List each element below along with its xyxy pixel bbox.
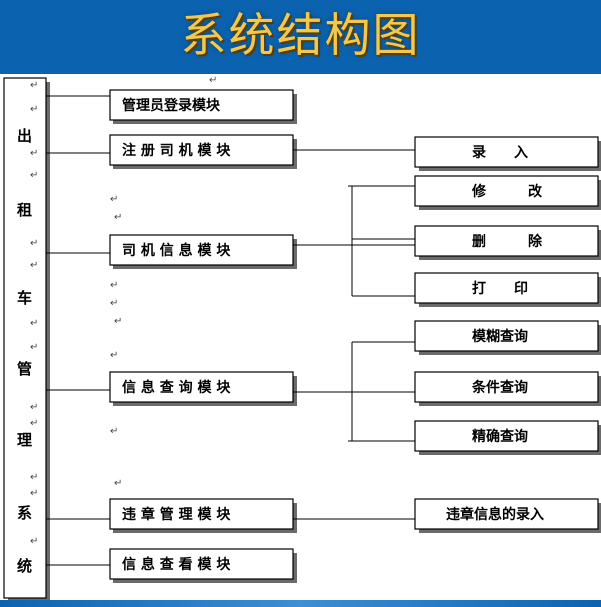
paragraph-mark: ↵ [30,402,38,413]
submodule-label: 删 除 [472,233,543,250]
module-box [109,234,294,266]
module-box [109,371,294,403]
paragraph-mark: ↵ [30,260,38,271]
root-char: 管 [17,360,32,378]
module-label: 司 机 信 息 模 块 [122,242,231,259]
root-char: 系 [17,504,32,522]
paragraph-mark: ↵ [30,170,38,181]
paragraph-mark: ↵ [30,104,38,115]
structure-diagram: 出 租 车 管 理 系 统 管理员登录模块 注 册 司 机 [3,75,601,600]
root-char: 出 [17,127,32,145]
submodule-box [414,498,599,530]
submodule-box [414,175,599,207]
module-box [109,134,294,166]
module-label: 信 息 查 看 模 块 [122,556,231,573]
paragraph-mark: ↵ [209,75,217,86]
paragraph-mark: ↵ [110,194,118,205]
submodule-box [414,420,599,452]
paragraph-mark: ↵ [110,426,118,437]
page-title: 系统结构图 [180,8,421,62]
submodule-label: 违章信息的录入 [446,506,544,523]
root-char: 统 [17,557,32,575]
bottom-strip [0,600,601,607]
paragraph-mark: ↵ [110,350,118,361]
submodule-label: 打 印 [472,280,528,297]
paragraph-mark: ↵ [110,298,118,309]
submodule-label: 条件查询 [471,379,528,396]
paragraph-mark: ↵ [30,318,38,329]
module-label: 信 息 查 询 模 块 [122,379,231,396]
module-box [109,498,294,530]
module-box [109,89,294,121]
paragraph-mark: ↵ [30,472,38,483]
module-box [109,548,294,580]
module-label: 管理员登录模块 [122,97,221,114]
submodule-box [414,225,599,257]
paragraph-mark: ↵ [30,80,38,91]
root-char: 理 [17,431,32,449]
submodule-box [414,136,599,168]
paragraph-mark: ↵ [30,536,38,547]
root-char: 车 [17,289,32,307]
root-char: 租 [17,201,32,219]
paragraph-mark: ↵ [114,212,122,223]
paragraph-mark: ↵ [30,238,38,249]
module-label: 违 章 管 理 模 块 [122,506,231,523]
diagram-canvas: 出 租 车 管 理 系 统 管理员登录模块 注 册 司 机 [0,74,601,600]
module-label: 注 册 司 机 模 块 [122,142,231,159]
submodule-label: 录 入 [472,145,528,161]
paragraph-mark: ↵ [110,280,118,291]
paragraph-mark: ↵ [114,316,122,327]
paragraph-mark: ↵ [30,488,38,499]
paragraph-mark: ↵ [30,342,38,353]
submodule-label: 模糊查询 [472,328,528,345]
submodule-box [414,272,599,304]
submodule-box [414,320,599,352]
submodule-box [414,371,599,403]
submodule-label: 精确查询 [472,428,528,445]
submodule-label: 修 改 [471,183,543,200]
title-bar: 系统结构图 [0,0,601,72]
paragraph-mark: ↵ [114,478,122,489]
paragraph-mark: ↵ [30,418,38,429]
root-box [3,77,47,599]
paragraph-mark: ↵ [30,148,38,159]
